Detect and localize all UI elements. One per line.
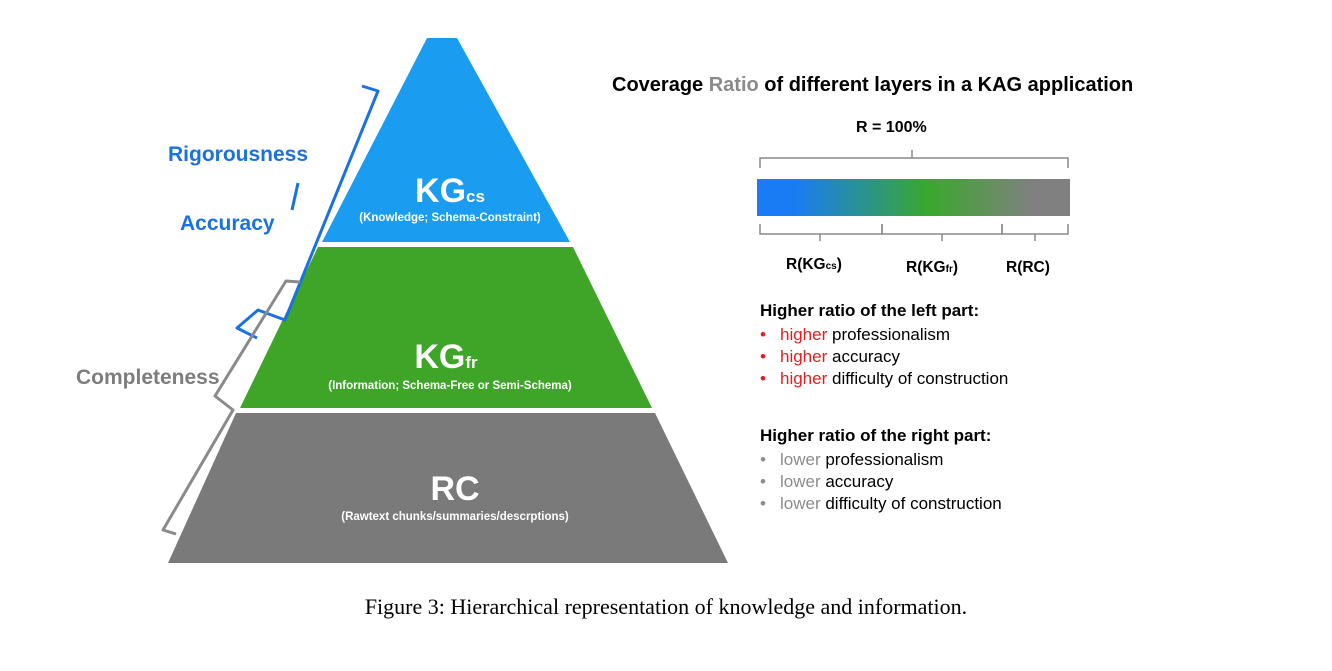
segment-label-kgfr: R(KGfr): [906, 259, 959, 276]
layer-kgcs-title: KGcs: [415, 172, 485, 210]
coverage-title: Coverage Ratio of different layers in a …: [612, 74, 1134, 96]
accuracy-label: Accuracy: [180, 212, 275, 235]
right-part-item: •lower difficulty of construction: [760, 494, 1002, 513]
segment-brace-kgfr: [881, 224, 1003, 241]
segment-label-rc: R(RC): [1006, 259, 1050, 276]
segment-brace-kgcs: [759, 224, 883, 241]
segment-brace-rc: [1001, 224, 1069, 241]
layer-kgcs-desc: (Knowledge; Schema-Constraint): [359, 212, 541, 224]
rigorousness-label: Rigorousness: [168, 143, 309, 166]
right-part-heading: Higher ratio of the right part:: [760, 426, 992, 445]
layer-rc-desc: (Rawtext chunks/summaries/descrptions): [341, 511, 569, 523]
right-part-item: •lower professionalism: [760, 450, 944, 469]
right-part-list: •lower professionalism •lower accuracy •…: [760, 449, 1002, 515]
left-part-heading: Higher ratio of the left part:: [760, 301, 980, 320]
total-brace: [759, 150, 1069, 168]
left-part-item: •higher accuracy: [760, 347, 901, 366]
layer-kgfr-title: KGfr: [414, 338, 478, 376]
layer-rc-title: RC: [430, 470, 480, 508]
completeness-label: Completeness: [76, 366, 220, 389]
figure-caption: Figure 3: Hierarchical representation of…: [364, 594, 968, 619]
left-part-item: •higher difficulty of construction: [760, 369, 1009, 388]
left-part-list: •higher professionalism •higher accuracy…: [760, 324, 1008, 390]
accuracy-bracket: [235, 84, 380, 340]
right-part-item: •lower accuracy: [760, 472, 894, 491]
left-part-item: •higher professionalism: [760, 325, 951, 344]
total-ratio-label: R = 100%: [856, 119, 927, 136]
accuracy-bracket-mid: [290, 182, 300, 211]
layer-kgfr-shape: [240, 247, 652, 408]
layer-kgcs-shape: [322, 38, 570, 242]
segment-label-kgcs: R(KGcs): [786, 256, 842, 273]
coverage-gradient-bar: [757, 179, 1070, 216]
layer-kgfr-desc: (Information; Schema-Free or Semi-Schema…: [328, 380, 572, 392]
coverage-title-highlight: Ratio: [708, 74, 759, 96]
layer-rc-shape: [168, 413, 728, 563]
completeness-bracket: [161, 279, 301, 536]
